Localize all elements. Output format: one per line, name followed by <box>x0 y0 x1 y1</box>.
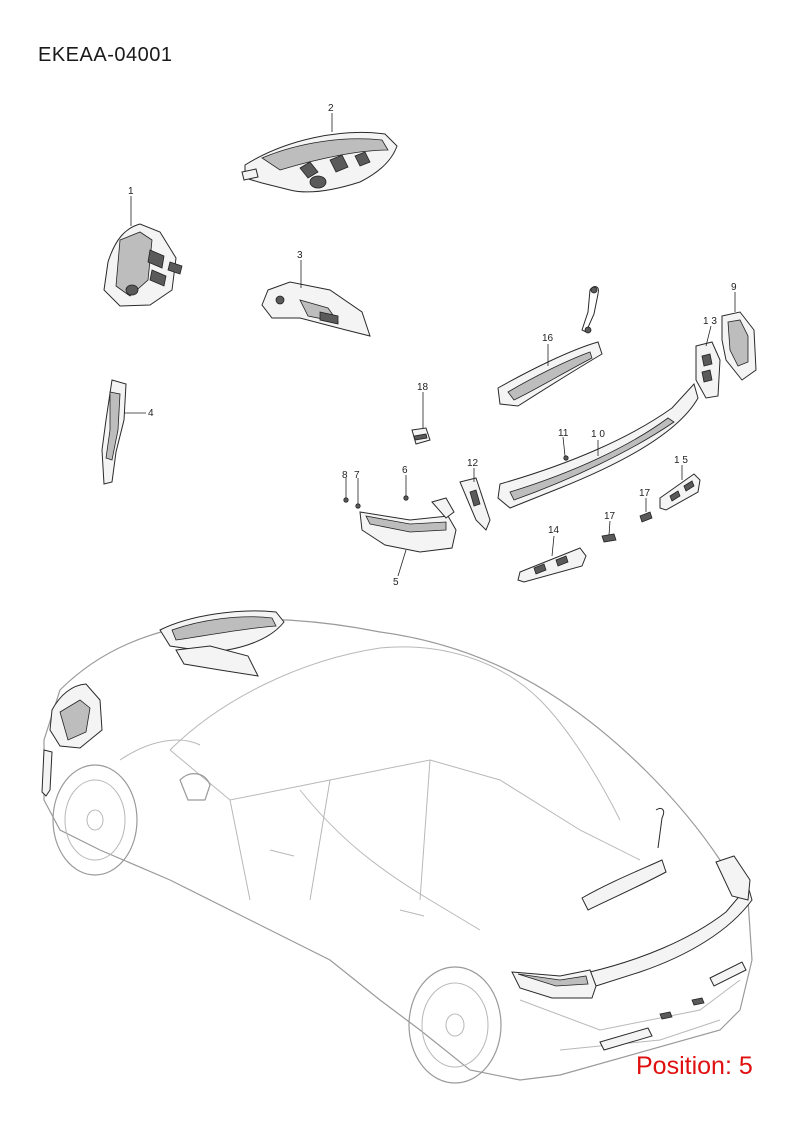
part-17-clip-b[interactable] <box>601 533 617 543</box>
installed-center-lamp <box>581 807 667 911</box>
installed-headlamp-top <box>159 610 285 653</box>
part-14-lamp[interactable] <box>517 547 587 583</box>
callout-14: 14 <box>548 525 560 536</box>
part-18-clip[interactable] <box>411 427 431 445</box>
part-7-screw[interactable] <box>355 503 361 509</box>
callout-numbers: 1 2 3 4 5 6 7 8 9 1 0 11 12 1 3 14 1 5 1… <box>128 103 737 588</box>
part-11-screw[interactable] <box>563 455 569 461</box>
part-12-bracket[interactable] <box>459 477 491 531</box>
installed-light-bar <box>589 855 753 987</box>
callout-16: 16 <box>542 333 554 344</box>
installed-lower-lamps <box>599 961 747 1051</box>
callout-9: 9 <box>731 282 737 293</box>
callout-6: 6 <box>402 465 408 476</box>
callout-10: 1 0 <box>591 429 605 440</box>
callout-17a: 17 <box>639 488 651 499</box>
callout-13: 1 3 <box>703 316 717 327</box>
callout-8: 8 <box>342 470 348 481</box>
diagram-code: EKEAA-04001 <box>38 44 173 66</box>
part-16-center-rear-lamp[interactable] <box>497 286 603 407</box>
installed-tail-lamp <box>511 969 597 999</box>
rear-wheel <box>408 966 502 1084</box>
vehicle-overview <box>43 618 753 1084</box>
front-wheel <box>52 764 138 876</box>
callout-17b: 17 <box>604 511 616 522</box>
callout-18: 18 <box>417 382 429 393</box>
part-15-lamp[interactable] <box>659 473 701 511</box>
part-9-tail-lamp-corner[interactable] <box>721 311 757 381</box>
leader-lines <box>124 113 736 577</box>
position-label: Position: 5 <box>636 1052 753 1080</box>
part-4-strip[interactable] <box>101 379 127 485</box>
installed-headlamp-side <box>41 683 103 797</box>
callout-12: 12 <box>467 458 479 469</box>
part-5-tail-lamp[interactable] <box>359 497 457 553</box>
callout-15: 1 5 <box>674 455 688 466</box>
installed-bracket <box>175 645 259 677</box>
callout-11: 11 <box>558 428 569 439</box>
part-13-trim[interactable] <box>695 341 721 399</box>
part-8-screw[interactable] <box>343 497 349 503</box>
callout-4: 4 <box>148 408 154 419</box>
part-10-light-bar[interactable] <box>497 383 699 509</box>
part-2-headlamp[interactable] <box>241 131 398 193</box>
callout-3: 3 <box>297 250 303 261</box>
callout-1: 1 <box>128 186 134 197</box>
callout-7: 7 <box>354 470 360 481</box>
part-6-screw[interactable] <box>403 495 409 501</box>
part-3-bracket[interactable] <box>261 281 371 337</box>
callout-5: 5 <box>393 577 399 588</box>
part-17-clip-a[interactable] <box>639 511 653 523</box>
part-1-headlamp-side[interactable] <box>103 223 183 307</box>
callout-2: 2 <box>328 103 334 114</box>
